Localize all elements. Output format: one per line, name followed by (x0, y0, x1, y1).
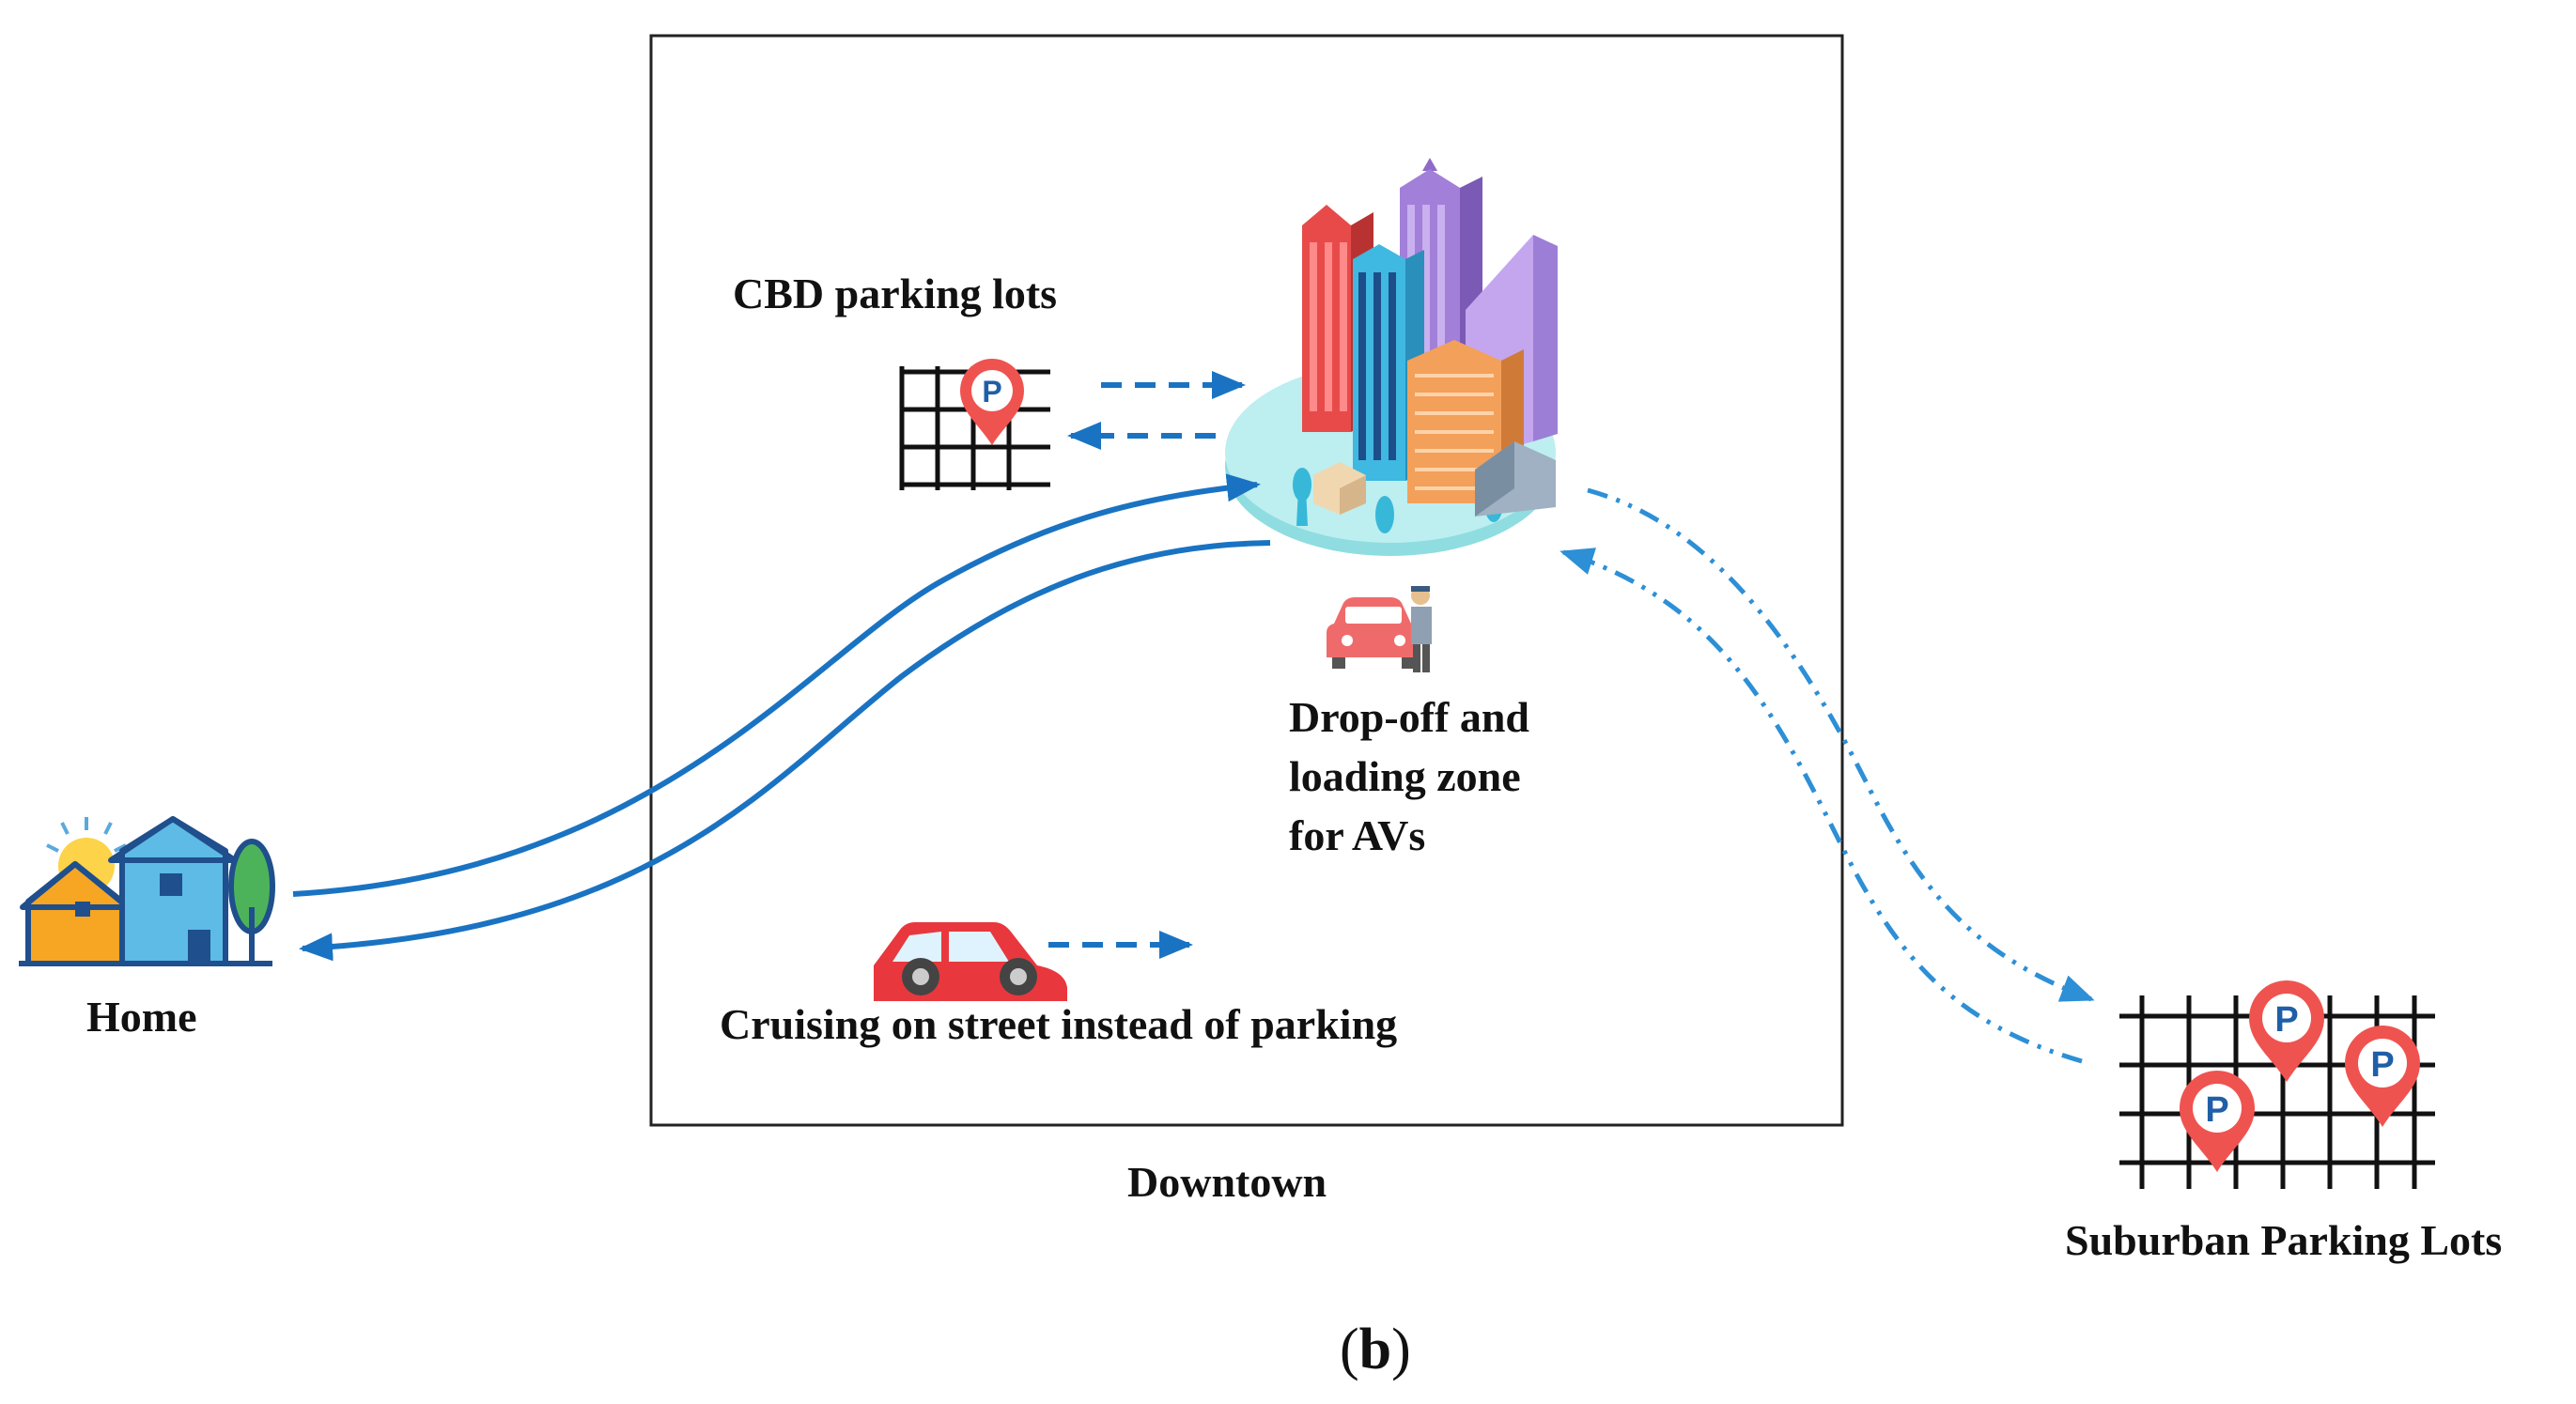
dropoff-zone-label: Drop-off and loading zone for AVs (1289, 687, 1529, 865)
pin-letter: P (2370, 1045, 2394, 1085)
suburban-parking-pin-icon: P (2180, 1071, 2255, 1172)
downtown-label: Downtown (1127, 1158, 1327, 1206)
dropoff-line-2: loading zone (1289, 752, 1521, 800)
caption-open: ( (1340, 1318, 1359, 1381)
city-buildings-icon (1225, 158, 1558, 556)
pin-letter: P (2274, 1000, 2298, 1040)
figure-caption: (b) (1340, 1317, 1411, 1383)
cruising-label: Cruising on street instead of parking (720, 1000, 1398, 1048)
suburban-parking-pin-icon: P (2345, 1026, 2420, 1127)
suburban-to-city-arrow (1560, 548, 2083, 1064)
pin-letter: P (2205, 1090, 2228, 1130)
city-to-suburban-arrow (1587, 487, 2095, 1002)
red-car-icon (874, 922, 1067, 1001)
caption-letter: b (1358, 1318, 1392, 1381)
caption-close: ) (1391, 1318, 1411, 1381)
dropoff-line-1: Drop-off and (1289, 693, 1530, 741)
parking-pin-icon: P (960, 359, 1024, 445)
home-to-city-arrow (292, 473, 1261, 897)
cbd-parking-label: CBD parking lots (733, 270, 1058, 317)
downtown-boundary (649, 34, 1844, 1127)
dropoff-line-3: for AVs (1289, 811, 1426, 859)
home-label: Home (86, 993, 197, 1041)
pin-letter: P (982, 375, 1001, 409)
city-to-home-arrow (299, 540, 1271, 962)
person-with-car-icon (1327, 586, 1432, 672)
house-icon (19, 816, 275, 966)
suburban-parking-pin-icon: P (2249, 980, 2324, 1082)
suburban-parking-label: Suburban Parking Lots (2065, 1216, 2503, 1264)
